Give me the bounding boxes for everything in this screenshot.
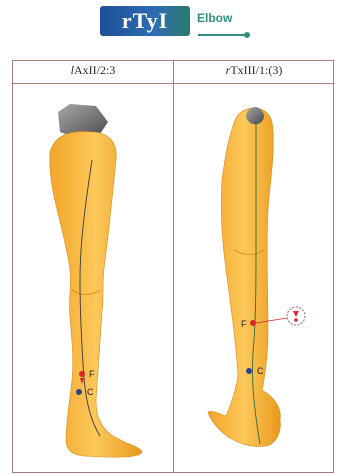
right-point-f-marker: [250, 320, 256, 326]
left-point-c-label: C: [87, 387, 94, 397]
arm-illustration: F C: [208, 107, 305, 447]
left-point-c-marker: [76, 389, 82, 395]
leg-illustration: F C: [50, 104, 142, 457]
arm-shape: [208, 108, 280, 447]
left-point-f-label: F: [89, 369, 95, 379]
left-point-f-marker: [79, 371, 85, 377]
right-point-c-marker: [246, 368, 252, 374]
right-point-f-label: F: [241, 319, 247, 329]
callout-dot: [294, 318, 298, 322]
leg-shape: [50, 132, 142, 458]
callout-arrow-icon: [293, 311, 299, 317]
right-point-c-label: C: [257, 366, 264, 376]
